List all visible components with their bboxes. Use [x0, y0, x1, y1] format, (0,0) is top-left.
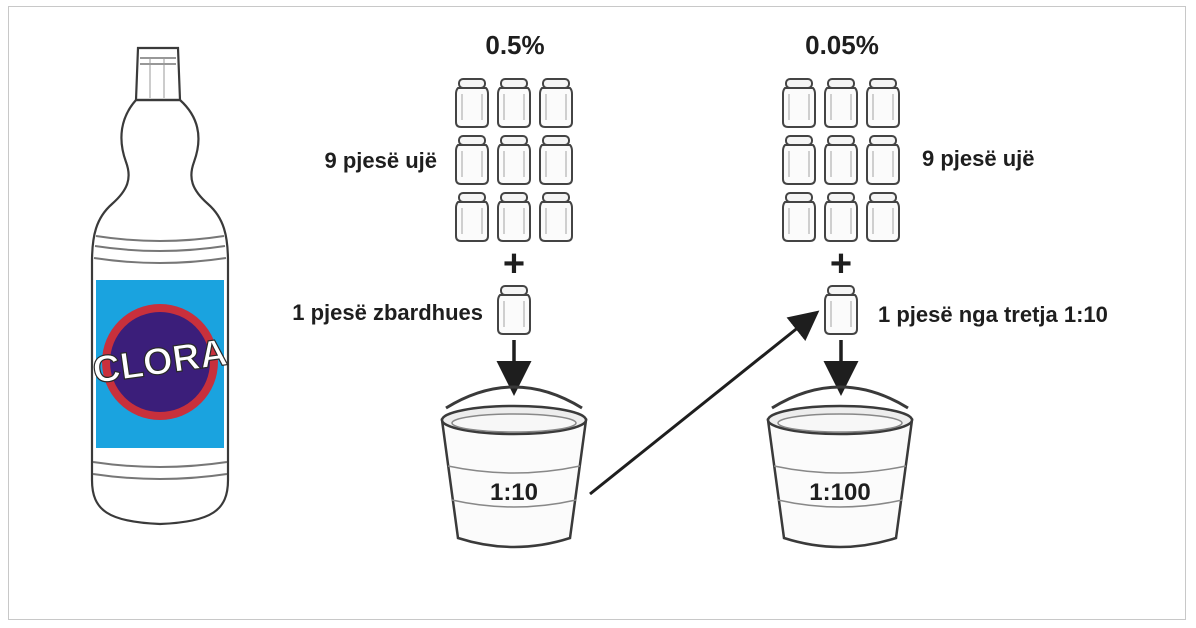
bucket-2-ratio: 1:100	[809, 479, 870, 506]
step1-concentration: 0.5%	[485, 30, 544, 60]
bleach-jar	[497, 285, 531, 335]
step2-solution-label: 1 pjesë nga tretja 1:10	[878, 302, 1108, 327]
water-jar	[866, 135, 900, 185]
step1-water-label: 9 pjesë ujë	[324, 148, 437, 173]
bleach-bottle: CLORA	[90, 46, 230, 526]
water-jar	[782, 78, 816, 128]
water-jar	[539, 135, 573, 185]
step1-plus-sign: +	[503, 243, 525, 285]
step2-water-jars	[782, 78, 900, 242]
step2-group: 0.05% 9 pjesë ujë + 1 pjesë nga tretja 1…	[766, 30, 1108, 549]
step2-concentration: 0.05%	[805, 30, 879, 60]
bucket-2: 1:100	[766, 385, 914, 549]
water-jar	[497, 192, 531, 242]
water-jar	[455, 135, 489, 185]
diagram-frame	[8, 6, 1186, 620]
bottle-logo-center	[110, 312, 210, 412]
water-jar	[455, 78, 489, 128]
water-jar	[824, 78, 858, 128]
water-jar	[539, 192, 573, 242]
step2-plus-sign: +	[830, 243, 852, 285]
step2-water-label: 9 pjesë ujë	[922, 146, 1035, 171]
water-jar	[824, 135, 858, 185]
water-jar	[824, 192, 858, 242]
water-jar	[782, 135, 816, 185]
water-jar	[866, 192, 900, 242]
water-jar	[455, 192, 489, 242]
water-jar	[782, 192, 816, 242]
step1-bleach-label: 1 pjesë zbardhues	[292, 300, 483, 325]
water-jar	[866, 78, 900, 128]
step1-group: 0.5% 9 pjesë ujë + 1 pjesë zbardhues	[292, 30, 588, 549]
solution-jar	[824, 285, 858, 335]
bucket-1-ratio: 1:10	[490, 479, 538, 506]
water-jar	[497, 78, 531, 128]
step1-water-jars	[455, 78, 573, 242]
bucket-1: 1:10	[440, 385, 588, 549]
water-jar	[539, 78, 573, 128]
transfer-arrow	[589, 310, 820, 496]
water-jar	[497, 135, 531, 185]
